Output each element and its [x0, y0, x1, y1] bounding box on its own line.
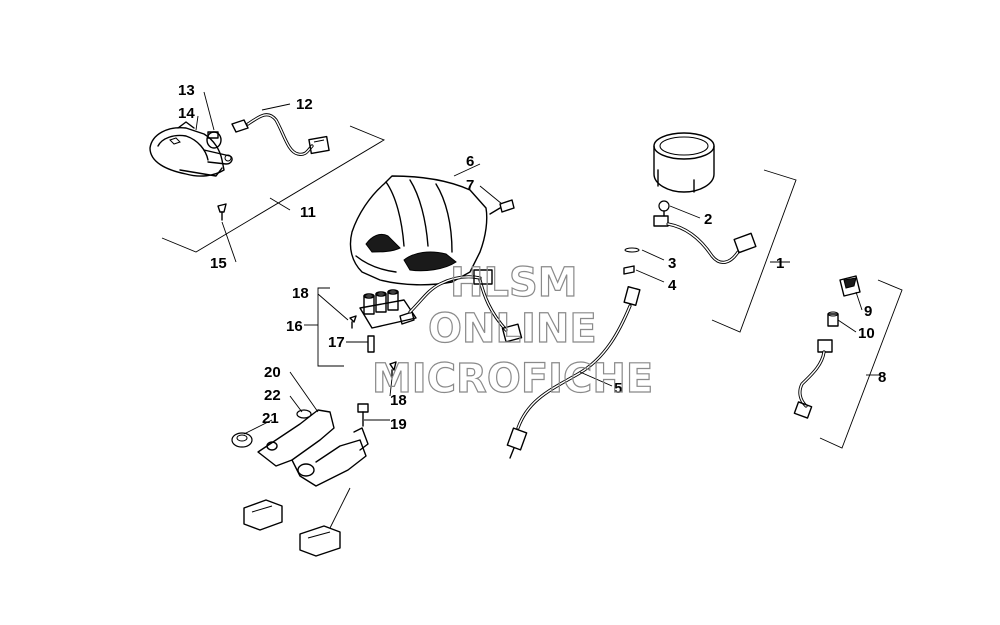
speedometer [653, 132, 715, 193]
headlight-bulb [206, 131, 222, 149]
switch-screw-upper [349, 315, 357, 329]
callout-12: 12 [296, 96, 313, 113]
callout-21: 21 [262, 410, 279, 427]
callout-22: 22 [264, 387, 281, 404]
callout-7: 7 [466, 177, 474, 194]
watermark-line-3: MICROFICHE [372, 356, 653, 402]
group-11-bracket [161, 125, 386, 253]
isolator-mounts [243, 487, 351, 557]
callout-9: 9 [864, 303, 872, 320]
group-1-bracket [711, 169, 797, 333]
callout-4: 4 [668, 277, 677, 294]
mount-bracket [257, 409, 369, 487]
windshield-cowl [349, 175, 488, 286]
speedometer-nut [623, 265, 635, 275]
leader-lines [195, 91, 863, 435]
bracket-bolt [357, 403, 369, 427]
indicator-bulb [827, 311, 839, 327]
indicator-cap [839, 275, 861, 297]
switch-bracket [304, 287, 344, 367]
speedometer-harness [653, 215, 757, 264]
rubber-grommet [231, 432, 253, 448]
callout-8: 8 [878, 369, 886, 386]
speedometer-cable [506, 286, 641, 459]
callout-5: 5 [614, 380, 622, 397]
watermark-line-1: HLSM [450, 260, 578, 306]
headlight-harness [231, 113, 330, 156]
callout-13: 13 [178, 82, 195, 99]
callout-20: 20 [264, 364, 281, 381]
callout-15: 15 [210, 255, 227, 272]
callout-19: 19 [390, 416, 407, 433]
callout-14: 14 [178, 105, 195, 122]
callout-labels: 1 2 3 4 5 6 7 8 9 10 11 12 13 14 15 16 1… [178, 82, 886, 433]
headlight-screw [217, 203, 227, 221]
headlight-housing [149, 121, 233, 177]
watermark: HLSM ONLINE MICROFICHE [371, 259, 653, 402]
callout-18-upper: 18 [292, 285, 309, 302]
switch-harness [408, 269, 523, 343]
speedometer-bulb [658, 200, 670, 217]
callout-17: 17 [328, 334, 345, 351]
callout-2: 2 [704, 211, 712, 228]
switch-pin [367, 335, 375, 353]
group-8-bracket [819, 279, 903, 449]
callout-3: 3 [668, 255, 676, 272]
callout-11: 11 [300, 204, 316, 221]
callout-1: 1 [776, 255, 784, 272]
o-ring [624, 247, 640, 253]
flat-washer [296, 409, 312, 419]
callout-18-lower: 18 [390, 392, 407, 409]
indicator-harness [793, 339, 833, 419]
watermark-line-2: ONLINE [428, 306, 597, 352]
callout-10: 10 [858, 325, 875, 342]
cowl-screw [489, 199, 515, 215]
callout-16: 16 [286, 318, 303, 335]
callout-6: 6 [466, 153, 474, 170]
switch-block [359, 289, 417, 329]
switch-screw-lower [389, 361, 397, 379]
